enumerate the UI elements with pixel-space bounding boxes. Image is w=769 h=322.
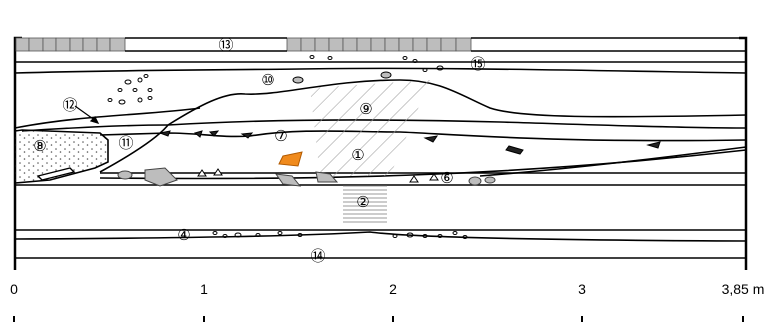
scale-tick-label-1: 1 <box>200 281 208 297</box>
label-8: ⑧ <box>33 137 46 155</box>
scale-tick-label-2: 2 <box>389 281 397 297</box>
label-11: ⑪ <box>118 134 133 152</box>
label-14: ⑭ <box>310 247 325 265</box>
label-1: ① <box>351 146 364 164</box>
pebbles <box>107 55 468 239</box>
label-9: ⑨ <box>359 100 372 118</box>
layer-6-triangles <box>197 168 439 183</box>
label-7: ⑦ <box>274 127 287 145</box>
scale-tick-label-0: 0 <box>10 281 18 297</box>
label-13: ⑬ <box>218 36 233 54</box>
layer-13-stones <box>15 37 472 52</box>
label-12: ⑫ <box>62 96 77 114</box>
hatched-fill-layer-2 <box>343 185 387 225</box>
orange-find <box>278 151 303 167</box>
hatched-fill-layer-9-1 <box>310 80 430 176</box>
label-12-leader <box>74 105 100 124</box>
label-15: ⑮ <box>470 55 485 73</box>
layer-6-stones <box>117 167 496 187</box>
label-10: ⑩ <box>261 71 274 89</box>
layer-labels: ⑬ ⑮ ⑩ ⑫ ⑨ ⑧ ⑪ ⑦ ① ⑥ ② ④ ⑭ <box>33 36 485 265</box>
scale-tick-label-3: 3 <box>578 281 586 297</box>
label-2: ② <box>356 193 369 211</box>
label-4: ④ <box>177 226 190 244</box>
label-6: ⑥ <box>440 169 453 187</box>
scale-tick-label-end: 3,85 m <box>722 281 765 297</box>
block-8 <box>14 129 109 184</box>
scale-bar: 0 1 2 3 3,85 m <box>10 281 764 322</box>
layer-7-charcoal <box>158 130 661 155</box>
